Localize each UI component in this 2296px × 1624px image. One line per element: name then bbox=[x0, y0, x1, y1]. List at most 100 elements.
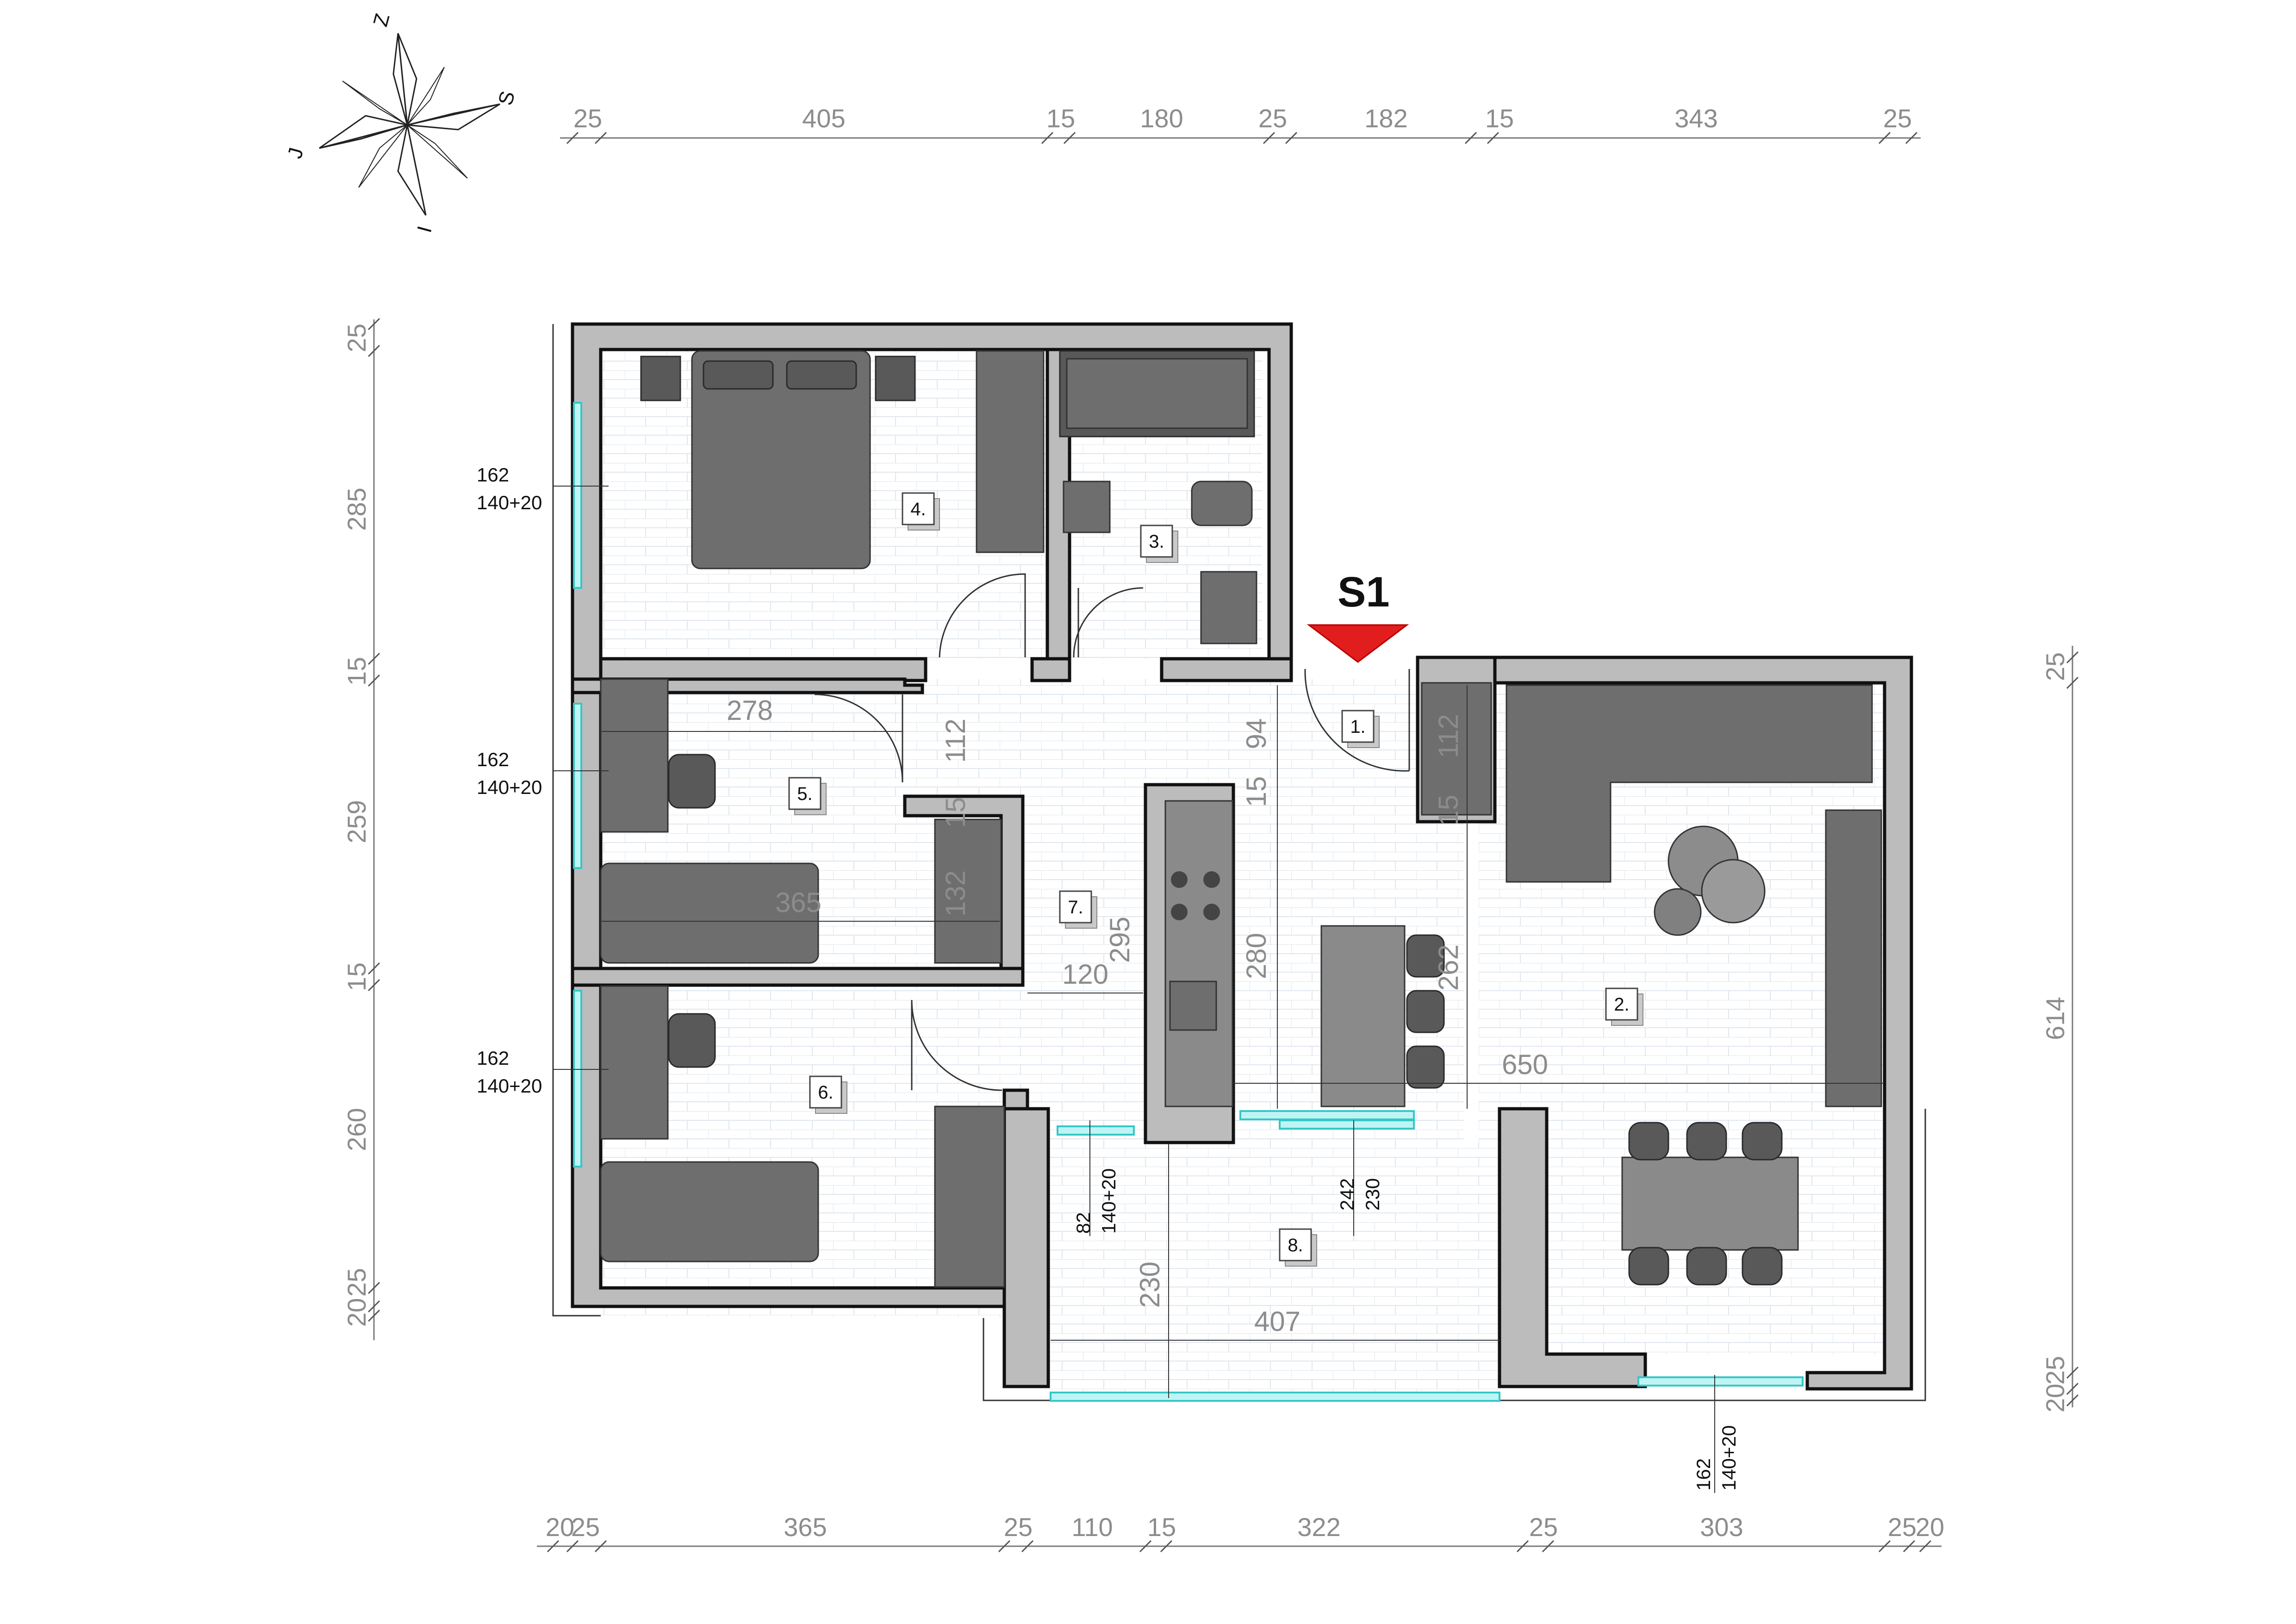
dining-chair-1 bbox=[1628, 1122, 1669, 1161]
bed-room-6 bbox=[600, 1161, 819, 1262]
dim-top-5: 25 bbox=[1258, 104, 1287, 133]
dim-bottom-7: 322 bbox=[1297, 1512, 1340, 1542]
room-number: 5. bbox=[797, 784, 812, 804]
double-bed bbox=[691, 350, 871, 569]
window-6-width: 162 bbox=[477, 1047, 509, 1069]
room-label-4: 4. bbox=[902, 492, 940, 531]
compass-rose: Z S I J bbox=[283, 11, 519, 235]
compass-south: I bbox=[413, 224, 436, 235]
window-4-height: 140+20 bbox=[477, 492, 542, 513]
dimension-tick bbox=[566, 1540, 579, 1553]
dim-top-3: 15 bbox=[1046, 104, 1075, 133]
dim-230: 230 bbox=[1134, 1262, 1165, 1308]
pillow-right bbox=[786, 360, 857, 390]
window-room-8-bottom bbox=[1050, 1392, 1500, 1402]
dimension-tick bbox=[2066, 1366, 2079, 1379]
dimension-tick bbox=[1487, 131, 1500, 144]
window-labels: 162 140+20 162 140+20 162 140+20 82 140+… bbox=[477, 464, 1740, 1491]
dimension-tick bbox=[367, 344, 380, 357]
window-8-height: 230 bbox=[1362, 1178, 1383, 1211]
dim-15-a: 15 bbox=[940, 797, 971, 828]
dim-bottom-11: 20 bbox=[1916, 1512, 1944, 1542]
window-7-width: 82 bbox=[1072, 1212, 1094, 1234]
dimension-chain-bottom: 20 25 365 25 110 15 322 25 303 25 20 bbox=[537, 1512, 1944, 1553]
dimension-tick bbox=[2066, 1394, 2079, 1407]
room-labels: 1. 2. 3. 4. 5. 6. 7. bbox=[788, 492, 1643, 1267]
wall-stub-b2 bbox=[1160, 657, 1293, 682]
dim-top-8: 343 bbox=[1674, 104, 1717, 133]
dimension-chain-right: 25 614 25 20 bbox=[2041, 646, 2079, 1412]
dim-132: 132 bbox=[940, 870, 971, 917]
dimension-tick bbox=[367, 1309, 380, 1322]
room-number: 8. bbox=[1288, 1235, 1303, 1255]
window-5-width: 162 bbox=[477, 749, 509, 770]
pillow-left bbox=[703, 360, 774, 390]
room-number: 3. bbox=[1149, 531, 1164, 552]
room-label-7: 7. bbox=[1059, 890, 1097, 929]
bathtub-inner bbox=[1066, 358, 1248, 429]
window-room-8-top-b bbox=[1279, 1119, 1415, 1130]
room-number: 1. bbox=[1350, 717, 1365, 737]
bar-stool-2 bbox=[1406, 990, 1445, 1033]
window-room-7 bbox=[1057, 1125, 1135, 1136]
outer-contour bbox=[552, 324, 1926, 1401]
wall-balcony-right bbox=[1498, 1107, 1647, 1388]
dining-chair-4 bbox=[1628, 1247, 1669, 1286]
dining-chair-6 bbox=[1742, 1247, 1783, 1286]
wall-stub-wardrobe5 bbox=[903, 794, 1025, 970]
dimension-tick bbox=[367, 652, 380, 665]
dimension-tick bbox=[1139, 1540, 1152, 1553]
dimension-tick bbox=[1285, 131, 1298, 144]
dim-112-a: 112 bbox=[940, 718, 971, 763]
dimension-tick bbox=[594, 1540, 607, 1553]
window-room-4 bbox=[573, 402, 582, 589]
entry-wardrobe bbox=[1421, 682, 1492, 816]
coffee-table-medium bbox=[1701, 859, 1766, 924]
bed-room-5 bbox=[600, 862, 819, 964]
compass-west: J bbox=[283, 145, 308, 161]
room-number: 2. bbox=[1614, 994, 1629, 1015]
dim-bottom-10: 25 bbox=[1888, 1512, 1916, 1542]
inner-dimension-labels: 278 112 365 15 132 120 295 94 15 280 112… bbox=[727, 695, 1548, 1337]
dim-right-3: 25 bbox=[2041, 1356, 2070, 1385]
dimension-tick bbox=[1063, 131, 1076, 144]
dim-bottom-4: 25 bbox=[1004, 1512, 1033, 1542]
dining-chair-5 bbox=[1686, 1247, 1727, 1286]
bar-stool-1 bbox=[1406, 934, 1445, 978]
wardrobe-room-4 bbox=[976, 350, 1045, 553]
window-2-width: 162 bbox=[1692, 1458, 1714, 1491]
wall-stub-b1 bbox=[1030, 657, 1071, 682]
dim-278: 278 bbox=[727, 695, 773, 726]
dimension-tick bbox=[1021, 1540, 1034, 1553]
dining-chair-2 bbox=[1686, 1122, 1727, 1161]
dim-407: 407 bbox=[1254, 1306, 1300, 1337]
wall-between-5-6 bbox=[571, 967, 1025, 987]
dim-left-3: 15 bbox=[342, 657, 371, 686]
room-label-3: 3. bbox=[1140, 525, 1178, 563]
dim-bottom-2: 25 bbox=[571, 1512, 600, 1542]
door-room-6 bbox=[911, 999, 1002, 1091]
furniture bbox=[600, 350, 1882, 1288]
dimension-tick bbox=[1878, 131, 1891, 144]
washing-machine bbox=[1200, 571, 1257, 644]
door-room-4 bbox=[939, 573, 1026, 658]
wardrobe-room-5 bbox=[934, 818, 1002, 964]
dimension-tick bbox=[566, 131, 579, 144]
nightstand-right bbox=[875, 356, 916, 401]
bar-stool-3 bbox=[1406, 1045, 1445, 1089]
dimension-tick bbox=[2066, 651, 2079, 664]
window-2-height: 140+20 bbox=[1718, 1425, 1740, 1491]
room-label-1: 1. bbox=[1341, 710, 1380, 748]
dim-left-5: 15 bbox=[342, 962, 371, 991]
kitchen-counter bbox=[1164, 800, 1233, 1107]
dimension-tick bbox=[1878, 1540, 1891, 1553]
section-marker-s1: S1 bbox=[1307, 568, 1409, 663]
dim-bottom-8: 25 bbox=[1529, 1512, 1558, 1542]
dimension-tick bbox=[594, 131, 607, 144]
desk-room-6 bbox=[600, 985, 669, 1140]
kitchen-sink bbox=[1169, 981, 1217, 1031]
dim-15-c: 15 bbox=[1433, 795, 1464, 826]
dimension-chain-top: 25 405 15 180 25 182 15 343 25 bbox=[560, 104, 1921, 144]
dim-right-1: 25 bbox=[2041, 652, 2070, 681]
